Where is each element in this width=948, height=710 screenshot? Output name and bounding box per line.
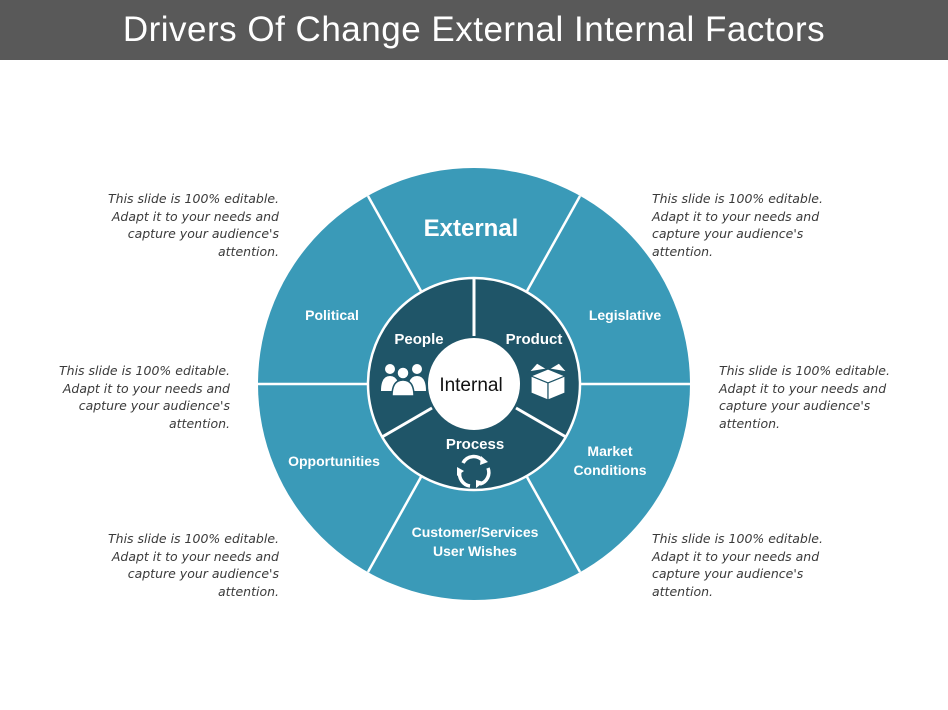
- caption-line: This slide is 100% editable.: [652, 531, 823, 546]
- divider-line: [381, 406, 433, 439]
- caption-top-left: This slide is 100% editable. Adapt it to…: [64, 190, 279, 260]
- page-title: Drivers Of Change External Internal Fact…: [122, 10, 826, 49]
- caption-line: capture your audience's: [652, 226, 804, 241]
- divider-line: [525, 195, 582, 292]
- segment-label-legislative: Legislative: [589, 307, 662, 323]
- caption-line: capture your audience's: [127, 226, 279, 241]
- caption-line: attention.: [218, 583, 279, 599]
- title-bar: Drivers Of Change External Internal Fact…: [0, 0, 948, 60]
- divider-line: [515, 406, 567, 439]
- outer-dividers: [258, 195, 690, 573]
- caption-bottom-left: This slide is 100% editable. Adapt it to…: [64, 530, 279, 600]
- divider-line: [525, 476, 582, 573]
- caption-line: This slide is 100% editable.: [59, 363, 230, 378]
- segment-label-market: Market: [587, 443, 632, 459]
- segment-label-user-wishes: User Wishes: [433, 543, 517, 559]
- inner-label-process: Process: [446, 436, 504, 453]
- segment-label-market-conditions: Conditions: [573, 462, 646, 478]
- center-label-internal: Internal: [439, 375, 502, 396]
- segment-label-customer: Customer/Services: [412, 524, 539, 540]
- caption-line: This slide is 100% editable.: [652, 191, 823, 206]
- caption-line: Adapt it to your needs and: [111, 208, 279, 224]
- caption-line: This slide is 100% editable.: [108, 531, 279, 546]
- caption-line: capture your audience's: [127, 566, 279, 581]
- caption-line: attention.: [652, 583, 713, 599]
- caption-mid-right: This slide is 100% editable. Adapt it to…: [719, 362, 934, 432]
- caption-mid-left: This slide is 100% editable. Adapt it to…: [15, 362, 230, 432]
- segment-label-opportunities: Opportunities: [288, 453, 380, 469]
- caption-line: capture your audience's: [719, 398, 871, 413]
- caption-line: This slide is 100% editable.: [108, 191, 279, 206]
- divider-line: [366, 195, 423, 292]
- caption-line: Adapt it to your needs and: [652, 208, 820, 224]
- caption-line: Adapt it to your needs and: [111, 548, 279, 564]
- caption-top-right: This slide is 100% editable. Adapt it to…: [652, 190, 867, 260]
- caption-line: Adapt it to your needs and: [62, 380, 230, 396]
- gift-box-icon: [527, 362, 569, 401]
- center-circle: [428, 338, 520, 430]
- caption-line: Adapt it to your needs and: [652, 548, 820, 564]
- inner-label-people: People: [394, 331, 443, 348]
- external-title: External: [424, 215, 519, 242]
- caption-line: attention.: [218, 243, 279, 259]
- caption-line: attention.: [652, 243, 713, 259]
- segment-label-political: Political: [305, 307, 359, 323]
- people-icon: [381, 364, 426, 397]
- inner-dividers: [381, 278, 567, 439]
- caption-line: attention.: [169, 415, 230, 431]
- caption-line: capture your audience's: [652, 566, 804, 581]
- caption-line: attention.: [719, 415, 780, 431]
- inner-label-product: Product: [506, 331, 563, 348]
- cycle-arrowheads: [457, 456, 488, 488]
- caption-line: This slide is 100% editable.: [719, 363, 890, 378]
- caption-line: capture your audience's: [78, 398, 230, 413]
- caption-line: Adapt it to your needs and: [719, 380, 887, 396]
- divider-line: [366, 476, 423, 573]
- caption-bottom-right: This slide is 100% editable. Adapt it to…: [652, 530, 867, 600]
